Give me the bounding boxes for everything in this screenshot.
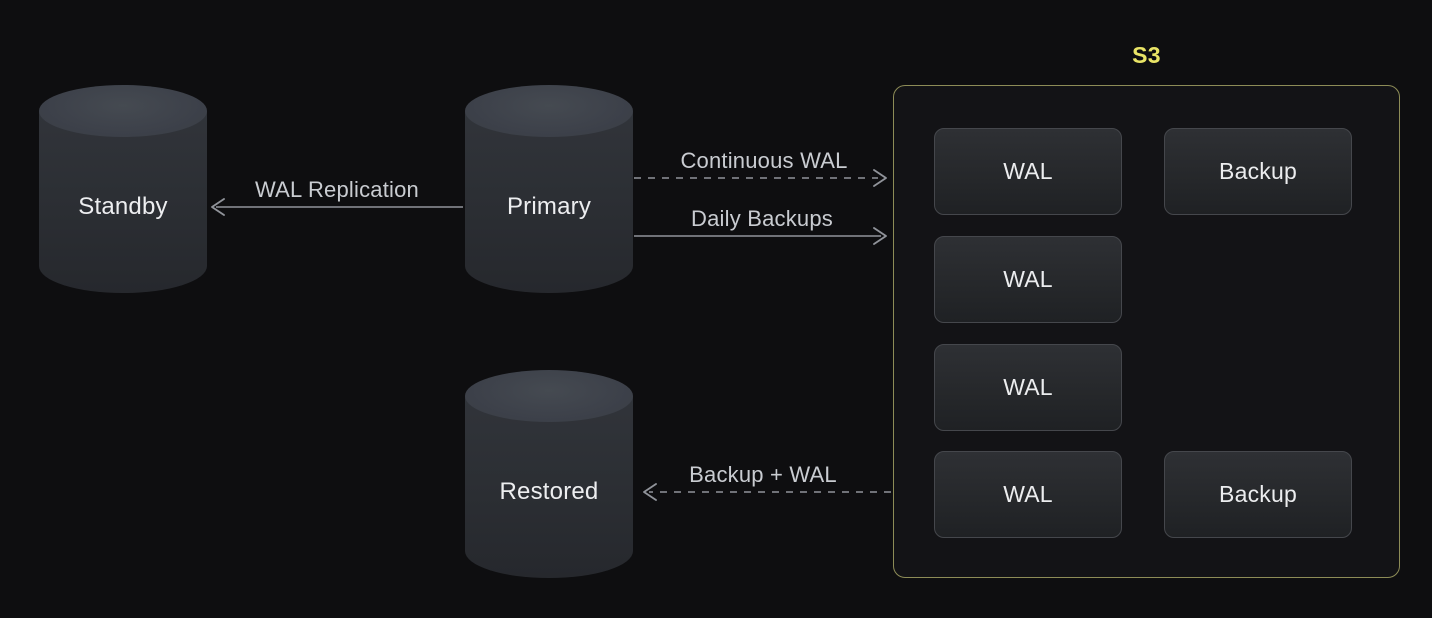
database-cylinder-top	[465, 85, 633, 137]
s3-wal-box: WAL	[934, 128, 1122, 215]
database-cylinder-body	[39, 111, 207, 293]
database-cylinder-top	[465, 370, 633, 422]
database-cylinder-body	[465, 111, 633, 293]
node-primary-database: Primary	[465, 85, 633, 293]
edge-label-backup-wal: Backup + WAL	[689, 462, 837, 487]
s3-wal-box: WAL	[934, 344, 1122, 431]
node-standby-database: Standby	[39, 85, 207, 293]
edge-label-wal-replication: WAL Replication	[255, 177, 419, 202]
database-cylinder-top	[39, 85, 207, 137]
s3-wal-box: WAL	[934, 451, 1122, 538]
s3-backup-box: Backup	[1164, 128, 1352, 215]
edge-label-continuous-wal: Continuous WAL	[680, 148, 848, 173]
node-primary-label: Primary	[506, 193, 592, 220]
node-restored-label: Restored	[499, 478, 599, 505]
s3-group-title: S3	[1132, 42, 1161, 68]
node-standby-label: Standby	[78, 193, 168, 220]
s3-group-container: WAL Backup WAL WAL WAL Backup	[893, 85, 1400, 578]
s3-backup-box: Backup	[1164, 451, 1352, 538]
node-restored-database: Restored	[465, 370, 633, 578]
s3-wal-box: WAL	[934, 236, 1122, 323]
edge-label-daily-backups: Daily Backups	[691, 206, 833, 231]
database-cylinder-body	[465, 396, 633, 578]
